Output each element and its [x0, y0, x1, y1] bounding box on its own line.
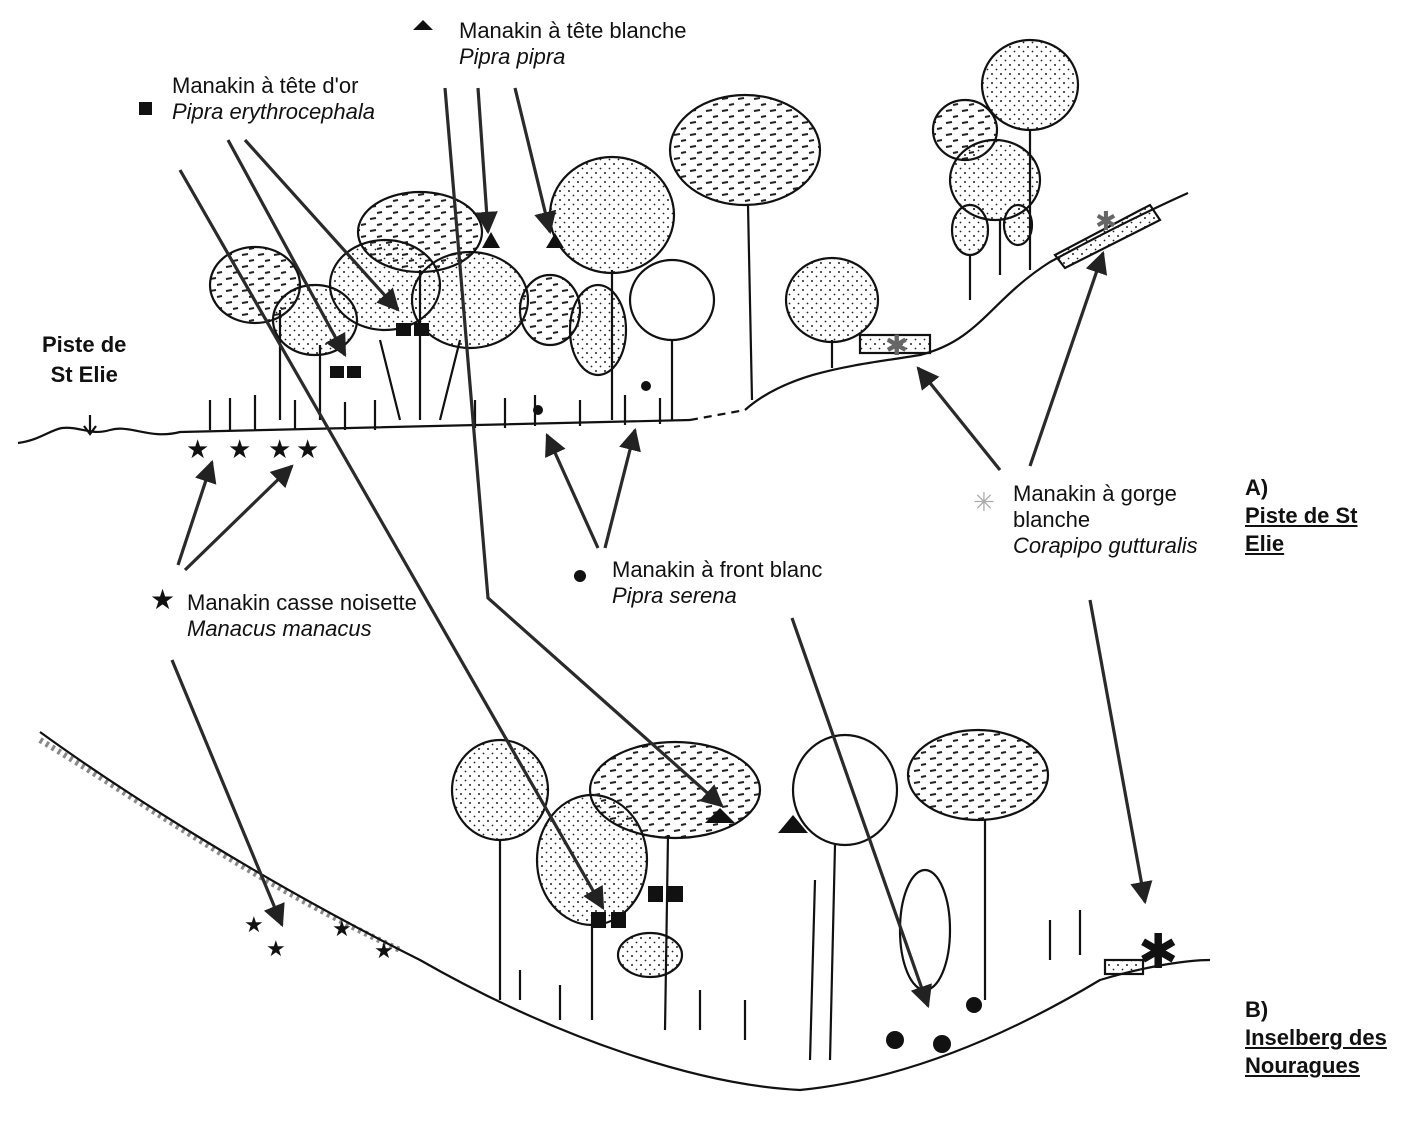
legend-triangle-icon	[413, 20, 433, 30]
label-gorge-blanche: Manakin à gorge blanche Corapipo guttura…	[1013, 481, 1198, 559]
square-icon	[347, 366, 361, 378]
section-a-letter: A)	[1245, 474, 1357, 502]
legend-dot-icon	[574, 570, 586, 582]
ground-dashed-a	[690, 410, 745, 420]
star-icon: ★	[296, 435, 319, 465]
star-icon: ★	[244, 913, 264, 938]
arrow-gorge-blanche-a2	[1030, 253, 1103, 466]
section-a-line2: Elie	[1245, 530, 1357, 558]
triangle-icon	[482, 232, 500, 248]
star-icon: ★	[332, 917, 352, 942]
label-tete-or: Manakin à tête d'or Pipra erythrocephala	[172, 73, 375, 125]
common-name: Manakin casse noisette	[187, 590, 417, 616]
section-b-label: B) Inselberg des Nouragues	[1245, 996, 1387, 1080]
piste-line1: Piste de	[42, 330, 126, 360]
canopy-b	[452, 730, 1143, 1060]
label-tete-blanche: Manakin à tête blanche Pipra pipra	[459, 18, 687, 70]
common-name: Manakin à tête blanche	[459, 18, 687, 44]
star-icon: ★	[268, 435, 291, 465]
star-icon: ★	[228, 435, 251, 465]
square-icon	[414, 323, 429, 336]
square-icon	[591, 912, 606, 928]
square-icon	[611, 912, 626, 928]
star-icon: ★	[186, 435, 209, 465]
label-casse-noisette: Manakin casse noisette Manacus manacus	[187, 590, 417, 642]
common-name: Manakin à tête d'or	[172, 73, 375, 99]
arrow-tete-blanche-a2	[515, 88, 550, 232]
arrow-front-blanc-a2	[605, 430, 635, 548]
star-icon: ★	[266, 937, 286, 962]
section-a-line1: Piste de St	[1245, 502, 1357, 530]
latin-name: Pipra serena	[612, 583, 822, 609]
latin-name: Pipra pipra	[459, 44, 687, 70]
piste-line2: St Elie	[42, 360, 126, 390]
square-icon	[396, 323, 411, 336]
square-icon	[330, 366, 344, 378]
dot-icon	[933, 1035, 951, 1053]
label-piste-st-elie: Piste de St Elie	[42, 330, 126, 390]
common-name-line2: blanche	[1013, 507, 1198, 533]
scene-b-inselberg	[40, 730, 1210, 1090]
arrow-front-blanc-a1	[547, 435, 598, 548]
legend-star-icon: ★	[150, 583, 175, 616]
section-b-line1: Inselberg des	[1245, 1024, 1387, 1052]
arrow-casse-noisette-a2	[185, 466, 292, 570]
ground-line-a	[18, 420, 690, 443]
dot-icon	[533, 405, 543, 415]
star-icon: ★	[374, 939, 394, 964]
arrow-tete-blanche-a1	[478, 88, 488, 232]
legend-square-icon	[139, 102, 152, 115]
arrow-gorge-blanche-b	[1090, 600, 1145, 902]
asterisk-icon: ✱	[1138, 924, 1178, 980]
legend-asterisk-icon: ✳	[973, 488, 995, 518]
dot-icon	[886, 1031, 904, 1049]
label-front-blanc: Manakin à front blanc Pipra serena	[612, 557, 822, 609]
asterisk-icon: ✱	[1095, 207, 1117, 237]
latin-name: Corapipo gutturalis	[1013, 533, 1198, 559]
arrow-casse-noisette-b	[172, 660, 282, 925]
asterisk-icon: ✱	[885, 329, 908, 362]
dot-icon	[641, 381, 651, 391]
section-b-line2: Nouragues	[1245, 1052, 1387, 1080]
square-icon	[648, 886, 663, 902]
common-name: Manakin à front blanc	[612, 557, 822, 583]
square-icon	[668, 886, 683, 902]
dot-icon	[966, 997, 982, 1013]
latin-name: Pipra erythrocephala	[172, 99, 375, 125]
section-b-letter: B)	[1245, 996, 1387, 1024]
common-name-line1: Manakin à gorge	[1013, 481, 1198, 507]
latin-name: Manacus manacus	[187, 616, 417, 642]
section-a-label: A) Piste de St Elie	[1245, 474, 1357, 558]
arrow-gorge-blanche-a1	[918, 368, 1000, 470]
